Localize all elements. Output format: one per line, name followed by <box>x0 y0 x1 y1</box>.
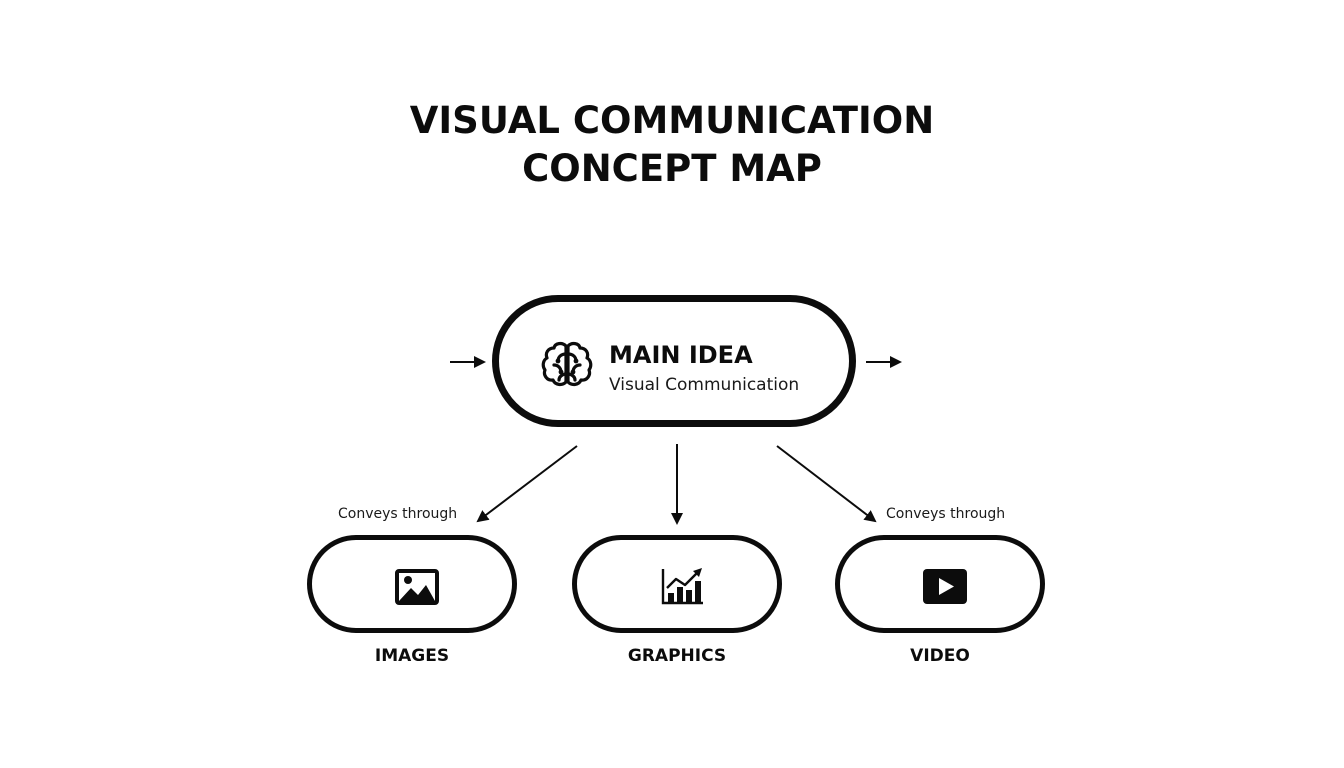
play-button-icon <box>923 569 967 604</box>
main-idea-heading: MAIN IDEA <box>609 341 753 369</box>
arrow-to-video <box>776 445 877 523</box>
images-node[interactable] <box>307 535 517 633</box>
edge-label-conveys-through-right: Conveys through <box>886 506 1006 522</box>
video-node[interactable] <box>835 535 1045 633</box>
graphics-label: GRAPHICS <box>627 646 727 666</box>
images-label: IMAGES <box>374 646 450 666</box>
edge-label-conveys-through-left: Conveys through <box>338 506 458 522</box>
graphics-node[interactable] <box>572 535 782 633</box>
main-idea-node[interactable]: MAIN IDEA Visual Communication <box>492 295 856 427</box>
title-line-1: VISUAL COMMUNICATION <box>409 99 935 142</box>
title-line-2: CONCEPT MAP <box>522 147 822 190</box>
video-label: VIDEO <box>910 646 970 666</box>
main-idea-subheading: Visual Communication <box>609 375 800 395</box>
brain-icon <box>541 341 593 387</box>
bar-chart-trend-icon <box>661 568 703 605</box>
image-icon <box>395 569 439 605</box>
arrow-to-images <box>476 445 578 523</box>
